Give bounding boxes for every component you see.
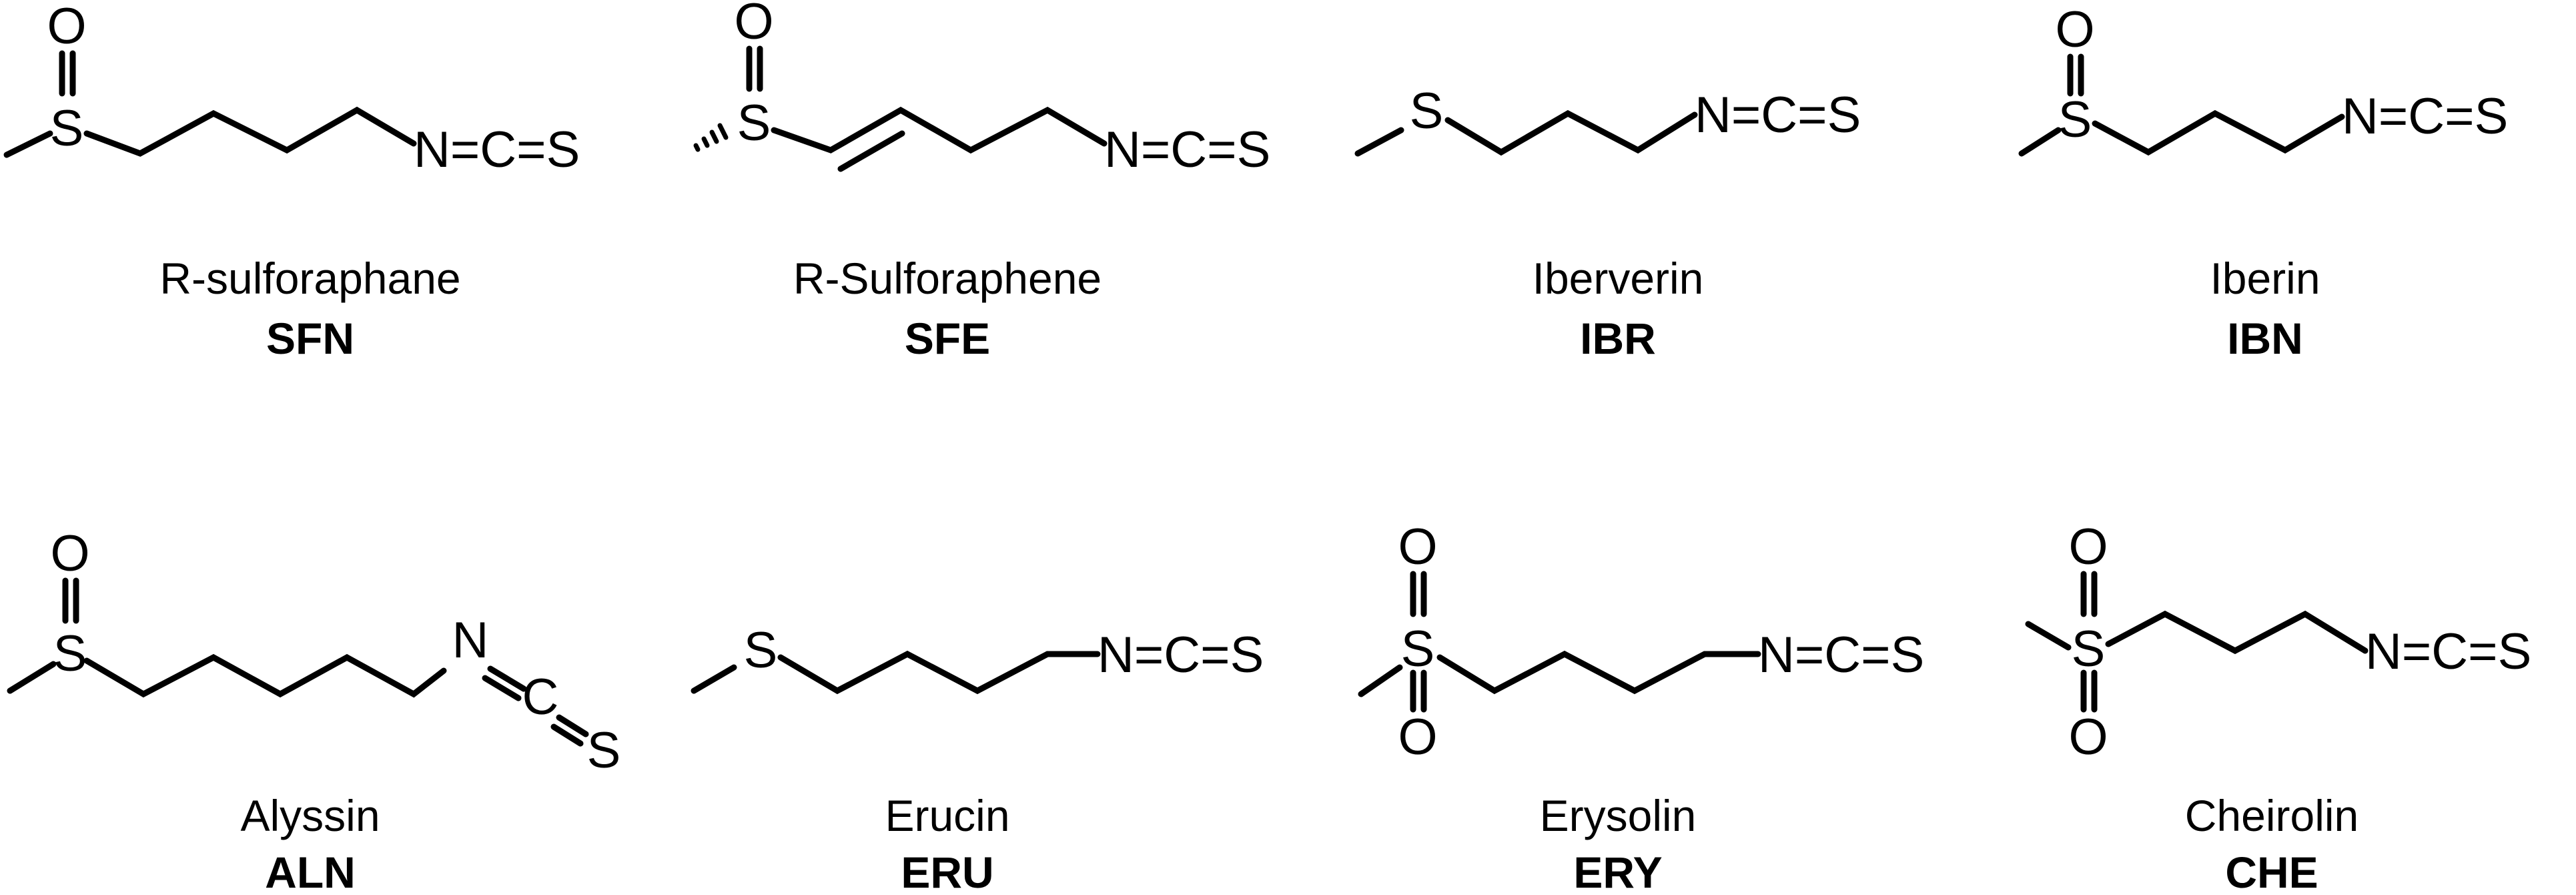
compound-abbreviation: SFE <box>905 314 990 363</box>
bond-chain <box>1444 109 1698 156</box>
atom-o: O <box>734 0 773 50</box>
bond-double-inner <box>837 130 905 172</box>
atom-o: O <box>47 0 86 55</box>
structure-sfe: O S N=C=S R-Sulforaphene SFE <box>693 0 1270 363</box>
bond <box>2018 127 2062 157</box>
bond-chain <box>2092 109 2345 156</box>
atom-s: S <box>737 95 771 152</box>
isothiocyanate-group: N=C=S <box>414 121 580 178</box>
structure-che: O S O N=C=S Cheirolin CHE <box>2025 519 2531 895</box>
compound-name: Iberverin <box>1533 254 1704 303</box>
isothiocyanate-group: N=C=S <box>1695 87 1861 143</box>
bond <box>482 675 522 701</box>
bond <box>1354 127 1404 157</box>
atom-c: C <box>522 669 559 725</box>
compound-name: Erysolin <box>1540 791 1697 840</box>
bond-chain <box>83 106 417 157</box>
bond <box>7 661 57 694</box>
bond <box>556 714 589 737</box>
bond-chain <box>1436 650 1761 695</box>
compound-abbreviation: IBR <box>1580 314 1656 363</box>
atom-o: O <box>50 525 89 582</box>
isothiocyanate-group: N=C=S <box>1758 627 1924 683</box>
bond <box>2025 621 2072 651</box>
compound-abbreviation: IBN <box>2227 314 2303 363</box>
bond-chain <box>771 106 1108 154</box>
atom-s: S <box>50 100 84 157</box>
isothiocyanate-group: N=C=S <box>1104 121 1270 178</box>
atom-o: O <box>1398 709 1437 766</box>
atom-s: S <box>2072 621 2106 677</box>
compound-abbreviation: SFN <box>266 314 354 363</box>
atom-o: O <box>2068 709 2108 766</box>
atom-o: O <box>2055 1 2094 58</box>
hashed-wedge-bond <box>693 123 729 152</box>
atom-n: N <box>452 612 489 669</box>
atom-s: S <box>53 625 87 682</box>
compound-abbreviation: CHE <box>2225 848 2318 895</box>
bond <box>1358 664 1403 697</box>
bond-chain <box>83 653 447 698</box>
compound-name: Iberin <box>2210 254 2320 303</box>
bond <box>691 664 737 694</box>
atom-s: S <box>1401 621 1435 677</box>
structure-aln: O S N C S Alyssin ALN <box>7 525 621 895</box>
bond <box>487 665 527 692</box>
compound-name: R-sulforaphane <box>159 254 460 303</box>
structure-ibr: S N=C=S Iberverin IBR <box>1354 83 1861 363</box>
atom-s: S <box>1410 83 1444 139</box>
isothiocyanate-group: N=C=S <box>2342 88 2508 145</box>
compound-name: Alyssin <box>240 791 380 840</box>
compound-abbreviation: ALN <box>265 848 356 895</box>
compound-name: R-Sulforaphene <box>793 254 1102 303</box>
structure-ibn: O S N=C=S Iberin IBN <box>2018 1 2508 363</box>
bond-chain <box>777 650 1101 695</box>
bond <box>3 130 53 158</box>
compound-abbreviation: ERU <box>901 848 993 895</box>
structure-sfn: O S N=C=S R-sulforaphane SFN <box>3 0 580 363</box>
atom-s: S <box>2058 91 2092 148</box>
bond <box>550 723 584 747</box>
structure-ery: O S O N=C=S Erysolin ERY <box>1358 519 1924 895</box>
compound-abbreviation: ERY <box>1573 848 1662 895</box>
atom-s: S <box>744 622 778 679</box>
bond-chain <box>2105 610 2369 655</box>
isothiocyanate-group: N=C=S <box>1098 627 1264 683</box>
atom-s: S <box>587 722 621 779</box>
compound-name: Cheirolin <box>2185 791 2358 840</box>
atom-o: O <box>2068 519 2108 575</box>
atom-o: O <box>1398 519 1437 575</box>
compound-name: Erucin <box>885 791 1009 840</box>
isothiocyanate-group: N=C=S <box>2365 623 2531 680</box>
structure-eru: S N=C=S Erucin ERU <box>691 622 1264 895</box>
